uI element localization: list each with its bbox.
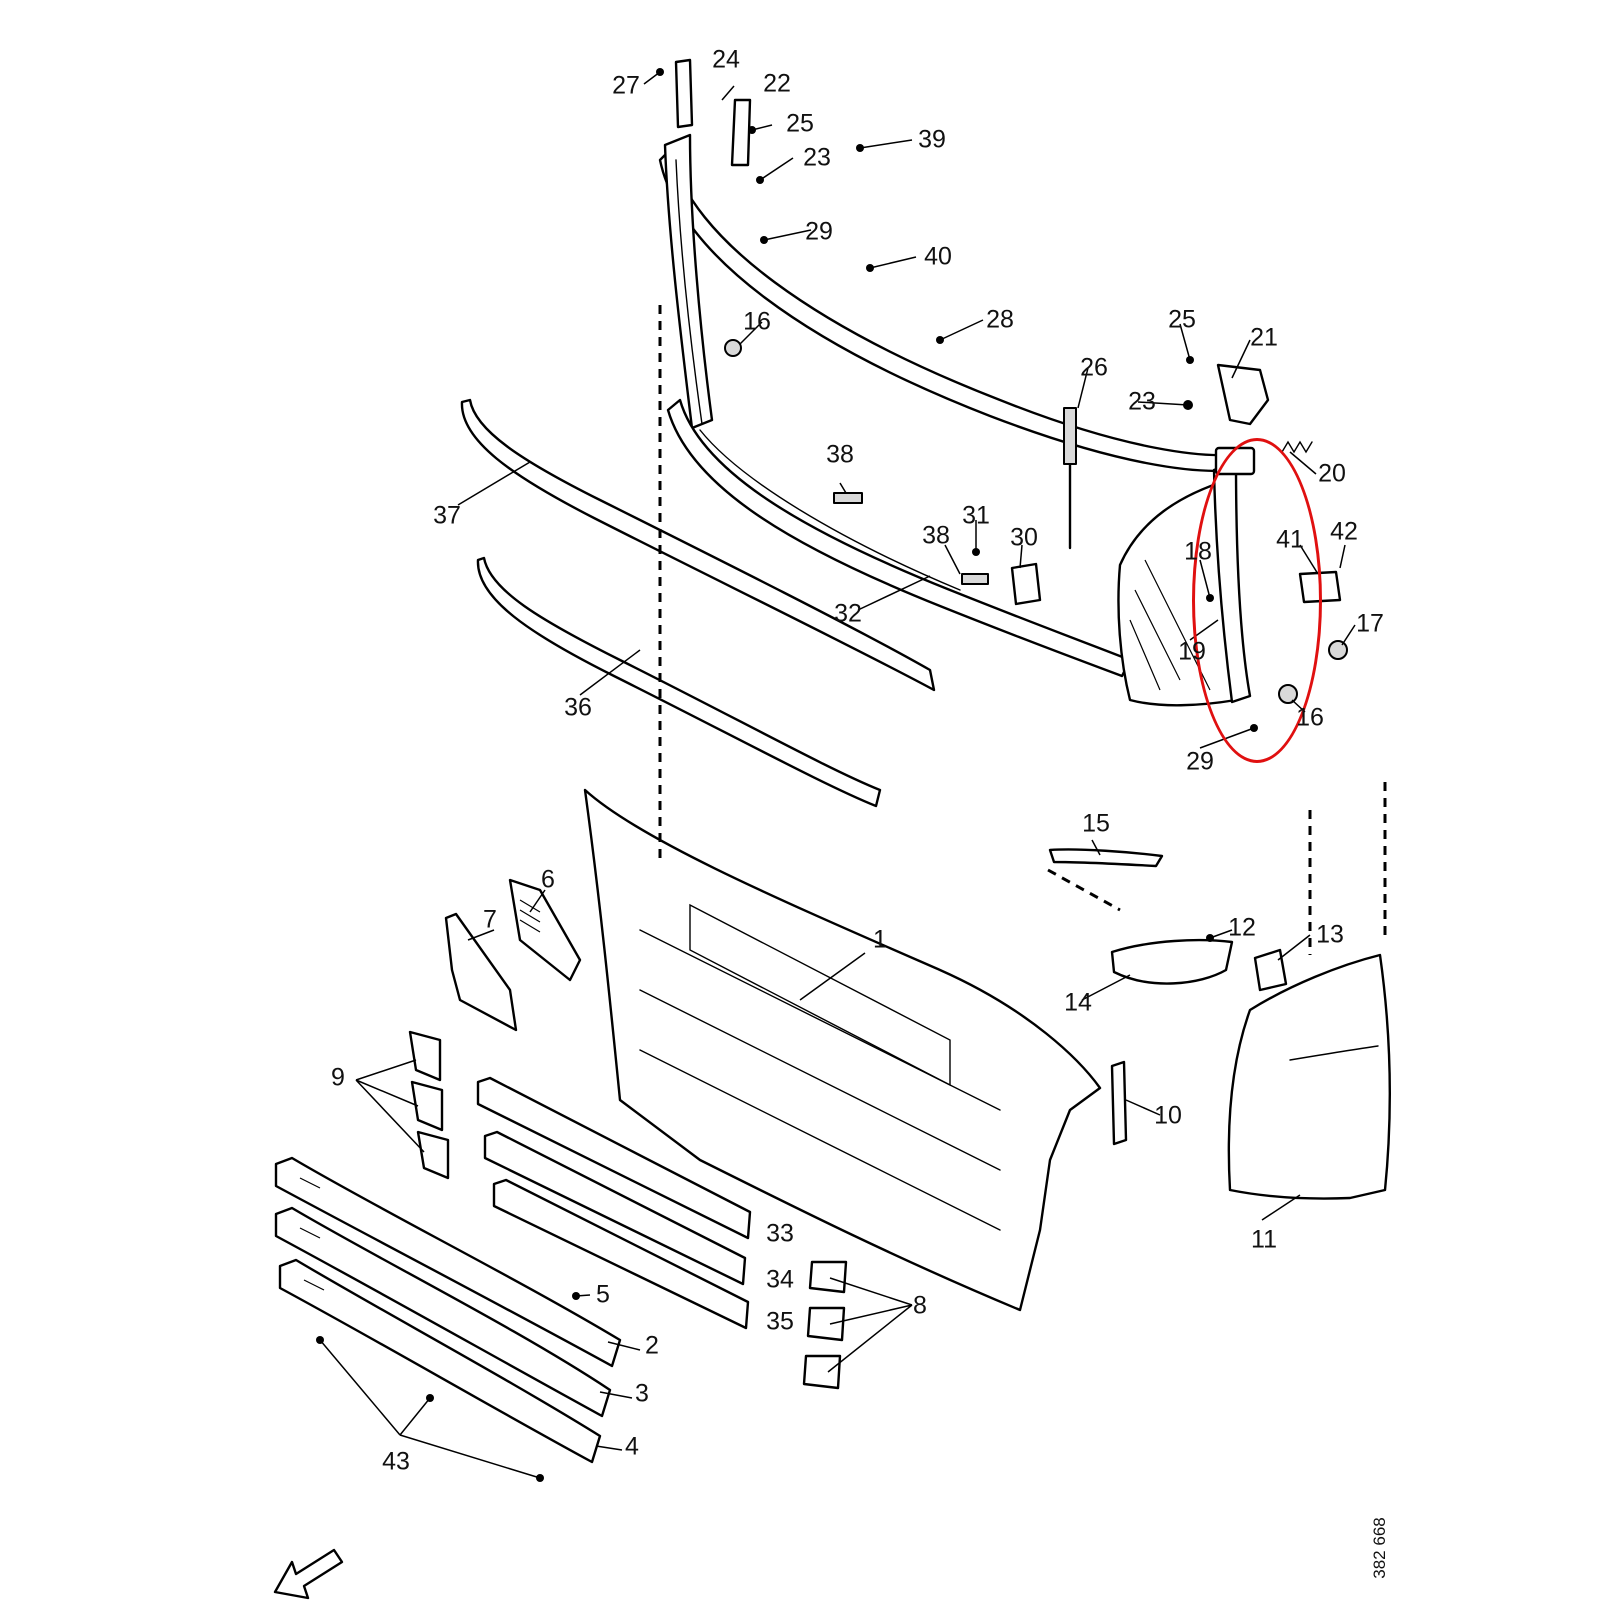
highlight-ellipse [1192, 438, 1322, 763]
callout-41: 41 [1276, 525, 1304, 554]
callout-38a: 38 [826, 440, 854, 469]
callout-16a: 16 [743, 307, 771, 336]
clip-17 [1328, 640, 1348, 660]
insert-9a [408, 1030, 442, 1082]
callout-4: 4 [625, 1432, 639, 1461]
callout-36: 36 [564, 693, 592, 722]
light-14 [1110, 938, 1234, 985]
trim-strip-37 [460, 398, 936, 692]
bracket-30 [1010, 562, 1042, 606]
trim-7 [444, 912, 518, 1032]
callout-13: 13 [1316, 920, 1344, 949]
assembly-line-15 [1047, 868, 1121, 912]
callout-23b: 23 [803, 143, 831, 172]
left-pillar [663, 133, 714, 430]
callout-7: 7 [483, 905, 497, 934]
callout-35: 35 [766, 1307, 794, 1336]
cover-6 [508, 878, 582, 982]
insert-8a [808, 1260, 848, 1294]
callout-39: 39 [918, 125, 946, 154]
insert-8b [806, 1306, 846, 1342]
callout-17: 17 [1356, 609, 1384, 638]
callout-42: 42 [1330, 517, 1358, 546]
callout-40: 40 [924, 242, 952, 271]
corner-panel-11 [1227, 953, 1391, 1200]
grille-bar-3 [274, 1206, 612, 1418]
callout-25b: 25 [786, 109, 814, 138]
callout-28: 28 [986, 305, 1014, 334]
insert-33 [476, 1076, 752, 1240]
callout-38b: 38 [922, 521, 950, 550]
grille-bar-4 [278, 1258, 602, 1464]
callout-32: 32 [834, 599, 862, 628]
callout-26: 26 [1080, 353, 1108, 382]
callout-24: 24 [712, 45, 740, 74]
callout-15: 15 [1082, 809, 1110, 838]
callout-9: 9 [331, 1063, 345, 1092]
bracket-22 [730, 98, 752, 167]
grille-outline [583, 788, 1102, 1312]
callout-22: 22 [763, 69, 791, 98]
trim-strip-36 [476, 556, 882, 808]
bracket-21 [1216, 363, 1270, 426]
insert-34 [483, 1130, 747, 1286]
insert-35 [492, 1178, 750, 1330]
bracket-24 [674, 58, 694, 129]
callout-30: 30 [1010, 523, 1038, 552]
callout-43: 43 [382, 1447, 410, 1476]
main-grille-panel [583, 788, 1102, 1312]
pad-38b [961, 573, 989, 585]
callout-16b: 16 [1296, 703, 1324, 732]
callout-21: 21 [1250, 323, 1278, 352]
clip-16a [724, 339, 742, 357]
grille-bar-2 [274, 1156, 622, 1368]
callout-14: 14 [1064, 988, 1092, 1017]
callout-3: 3 [635, 1379, 649, 1408]
callout-29b: 29 [805, 217, 833, 246]
callout-10: 10 [1154, 1101, 1182, 1130]
callout-33: 33 [766, 1219, 794, 1248]
front-direction-arrow [273, 1548, 344, 1600]
callout-8: 8 [913, 1291, 927, 1320]
insert-8c [802, 1354, 842, 1390]
drawing-number: 382 668 [1370, 1517, 1389, 1579]
callout-19: 19 [1178, 637, 1206, 666]
callout-34: 34 [766, 1265, 794, 1294]
callout-1: 1 [873, 925, 887, 954]
callout-31: 31 [962, 501, 990, 530]
bracket-10 [1110, 1060, 1128, 1146]
callout-6: 6 [541, 865, 555, 894]
callout-23a: 23 [1128, 387, 1156, 416]
bracket-13 [1253, 948, 1288, 992]
bracket-15 [1048, 848, 1164, 868]
callout-37: 37 [433, 501, 461, 530]
callout-25a: 25 [1168, 305, 1196, 334]
gas-strut-body [1063, 407, 1077, 465]
callout-12: 12 [1228, 913, 1256, 942]
callout-27: 27 [612, 71, 640, 100]
callout-5: 5 [596, 1280, 610, 1309]
spring-20 [1281, 440, 1313, 454]
callout-11: 11 [1251, 1225, 1277, 1254]
pad-38a [833, 492, 863, 504]
callout-29a: 29 [1186, 747, 1214, 776]
insert-9c [416, 1130, 450, 1180]
lower-frame-rail [666, 398, 1132, 678]
callout-20: 20 [1318, 459, 1346, 488]
callout-2: 2 [645, 1331, 659, 1360]
callout-18: 18 [1184, 537, 1212, 566]
insert-9b [410, 1080, 444, 1132]
